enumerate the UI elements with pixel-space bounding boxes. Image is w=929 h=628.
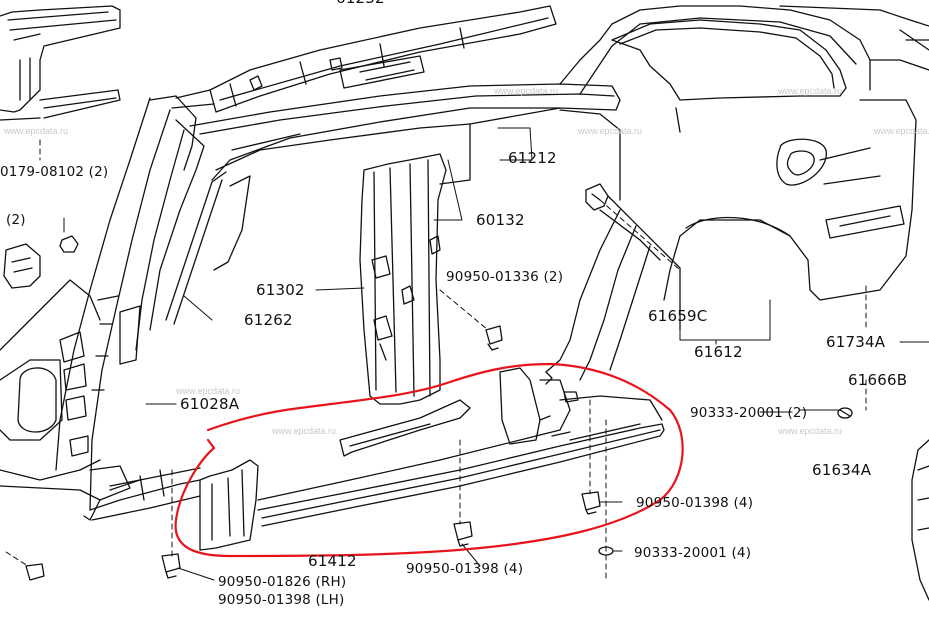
side-panel-61212: [149, 5, 871, 185]
part-label[interactable]: 90950-01398 (4): [406, 561, 524, 577]
watermark: www.epcdata.ru: [778, 426, 843, 436]
part-label[interactable]: 61212: [508, 149, 557, 167]
quarter-inner-61612: [545, 109, 681, 381]
rocker-panel-61412: [199, 367, 665, 551]
part-label[interactable]: 61612: [694, 343, 743, 361]
watermark: www.epcdata.ru: [778, 86, 843, 96]
watermark: www.epcdata.ru: [4, 126, 69, 136]
part-label[interactable]: 61412: [308, 552, 357, 570]
part-label[interactable]: 61659C: [648, 307, 708, 325]
roof-rail-61232: [171, 5, 557, 113]
dashed-leader-lines: [5, 139, 867, 581]
part-label[interactable]: 61232: [336, 0, 385, 6]
part-label[interactable]: 60132: [476, 211, 525, 229]
front-lower-rocker: [89, 467, 201, 521]
part-label[interactable]: 90333-20001 (4): [634, 545, 752, 561]
watermark: www.epcdata.ru: [578, 126, 643, 136]
part-label[interactable]: 61028A: [180, 395, 240, 413]
part-label[interactable]: 90333-20001 (2): [690, 405, 808, 421]
leader-lines: [63, 127, 929, 581]
watermark: www.epcdata.ru: [176, 386, 241, 396]
part-label[interactable]: 90950-01826 (RH): [218, 574, 347, 590]
part-label[interactable]: 61262: [244, 311, 293, 329]
red-highlight-outline: [174, 362, 684, 558]
front-body-61028A: [0, 279, 141, 521]
part-label[interactable]: 0179-08102 (2): [0, 164, 109, 180]
center-pillar-60132: [359, 153, 447, 405]
part-label[interactable]: (2): [6, 212, 26, 228]
part-label[interactable]: 90950-01336 (2): [446, 269, 564, 285]
watermark: www.epcdata.ru: [874, 126, 929, 136]
front-pillar-61302: [55, 97, 251, 511]
part-label[interactable]: 61302: [256, 281, 305, 299]
part-label[interactable]: 90950-01398 (LH): [218, 592, 345, 608]
quarter-window: [611, 19, 847, 133]
part-label[interactable]: 61634A: [812, 461, 872, 479]
rear-body-outline: [679, 5, 929, 301]
bracket-61659C: [585, 183, 681, 331]
part-label[interactable]: 61734A: [826, 333, 886, 351]
upper-left-bracket-part: [0, 5, 121, 121]
watermark: www.epcdata.ru: [272, 426, 337, 436]
watermark: www.epcdata.ru: [494, 86, 559, 96]
part-label[interactable]: 90950-01398 (4): [636, 495, 754, 511]
fastener-clips: [3, 235, 929, 601]
part-label[interactable]: 61666B: [848, 371, 908, 389]
